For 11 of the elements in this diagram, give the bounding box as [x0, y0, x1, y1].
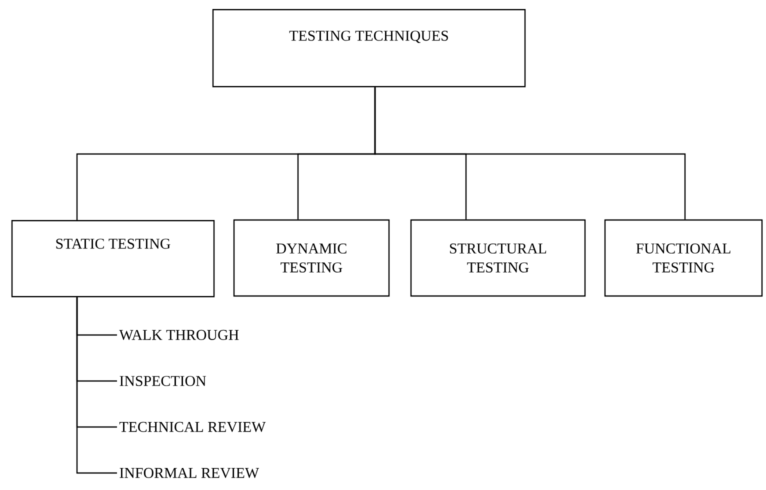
- connector-line: [76, 297, 117, 474]
- category-box: FUNCTIONAL TESTING: [604, 219, 763, 297]
- item-text: INSPECTION: [120, 376, 206, 386]
- item-text: INFORMAL REVIEW: [120, 468, 260, 478]
- item-text: WALK THROUGH: [119, 330, 239, 340]
- category-box: DYNAMIC TESTING: [233, 219, 390, 297]
- item-text: TECHNICAL REVIEW: [119, 422, 266, 432]
- connector-line: [374, 87, 686, 220]
- category-box: TESTING TECHNIQUES: [212, 9, 526, 88]
- category-box: STRUCTURAL TESTING: [410, 219, 586, 297]
- category-box: STATIC TESTING: [11, 220, 215, 298]
